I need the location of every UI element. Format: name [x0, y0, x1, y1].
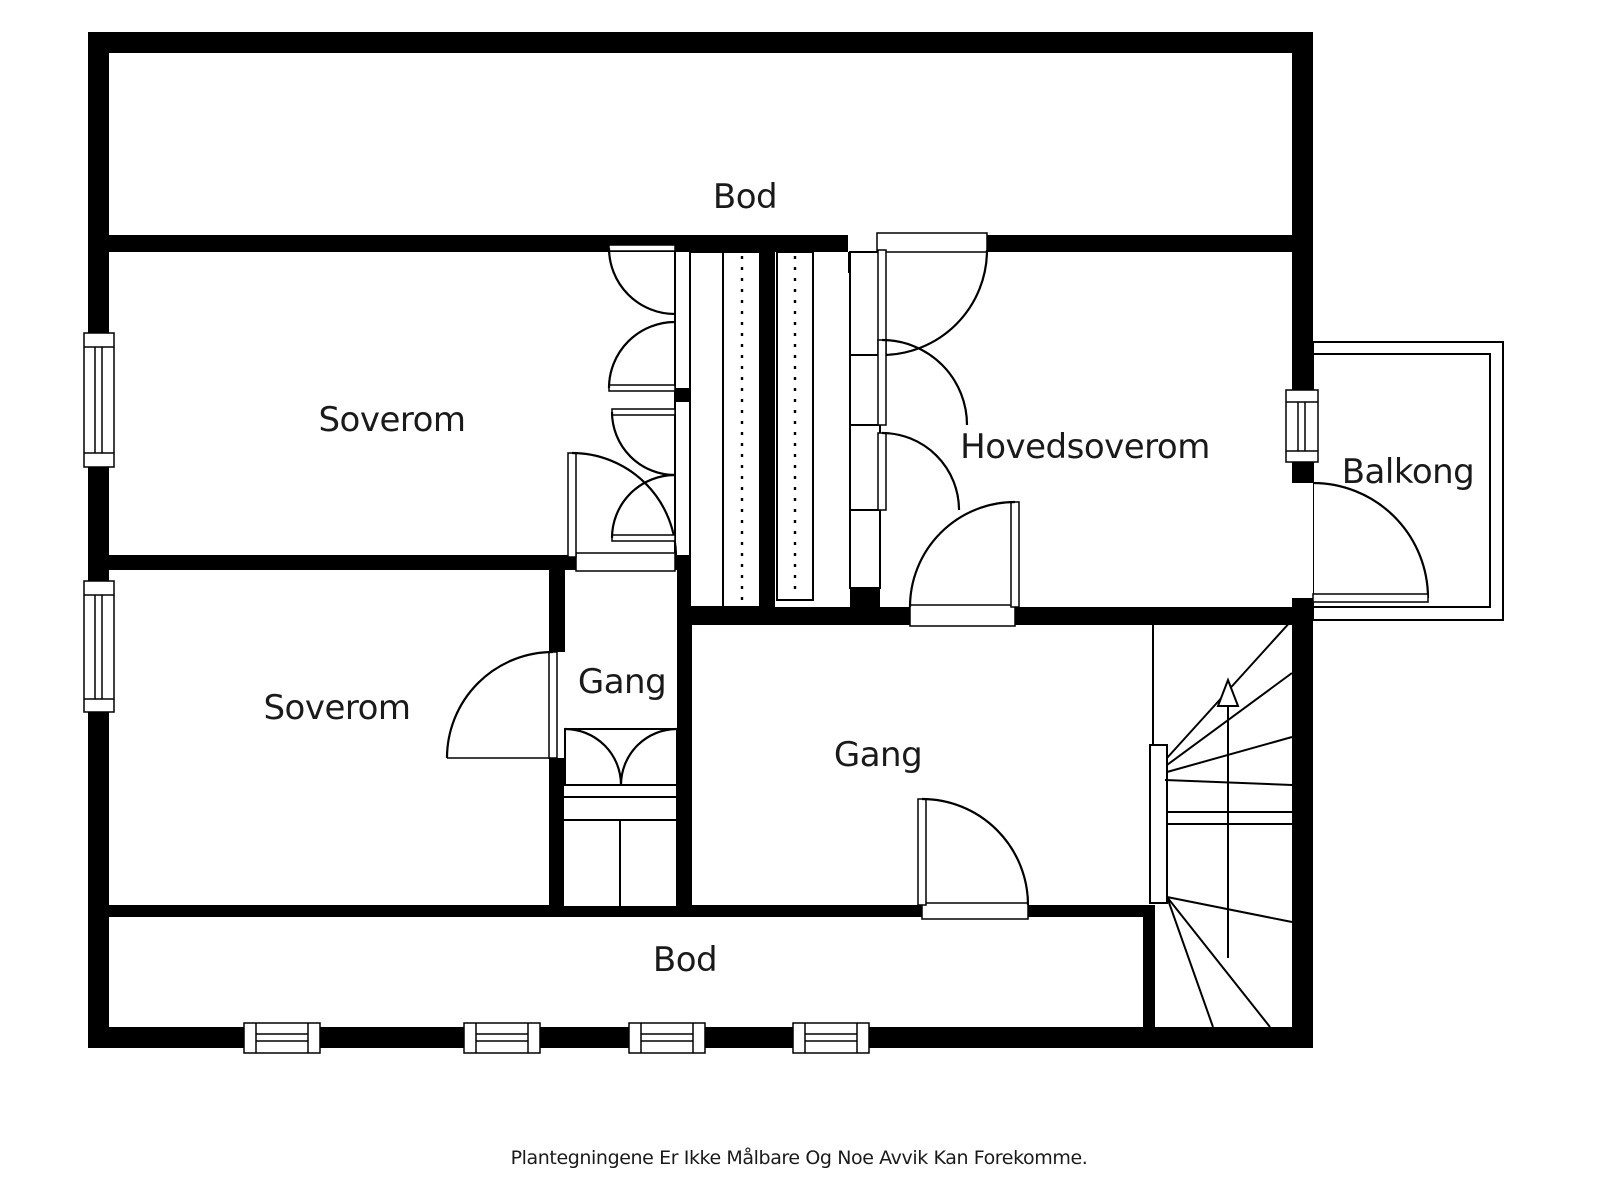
door-swing: [917, 797, 1030, 906]
wall-outer-top: [88, 32, 1313, 53]
room-label-gang-small: Gang: [578, 662, 666, 702]
window: [83, 332, 115, 468]
room-label-hovedsoverom: Hovedsoverom: [960, 427, 1210, 467]
wall-closet-connector: [850, 588, 880, 607]
footer-disclaimer: Plantegningene Er Ikke Målbare Og Noe Av…: [511, 1146, 1088, 1169]
wall-bedroom-divider: [109, 555, 576, 570]
room-label-balkong: Balkong: [1342, 452, 1475, 492]
door-swing: [1312, 481, 1430, 603]
wall-bod-top-right: [987, 235, 1292, 252]
window: [83, 580, 115, 713]
wall-gang-top: [692, 607, 910, 625]
wall-hall-right: [677, 570, 692, 907]
wardrobes: [562, 245, 881, 908]
room-label-soverom-bottom: Soverom: [263, 688, 410, 728]
door-openings: [575, 232, 1313, 920]
closet-door-swing: [877, 338, 969, 426]
window: [628, 1022, 706, 1054]
room-label-bod-bottom: Bod: [653, 940, 717, 980]
wardrobe: [689, 251, 761, 608]
door-swing: [877, 249, 989, 357]
double-door-swing: [564, 727, 678, 786]
wall-stairs-left: [1143, 905, 1155, 1027]
balcony: [1312, 341, 1504, 621]
door-swing: [908, 500, 1020, 608]
stair-newel: [1149, 744, 1168, 904]
wall-outer-left: [88, 32, 109, 1048]
closet-door-swing: [610, 408, 676, 542]
doorway-gang-bod: [921, 902, 1029, 920]
window: [792, 1022, 870, 1054]
balcony-inner-rail: [1312, 353, 1491, 608]
room-labels: Bod Soverom Hovedsoverom Balkong Soverom…: [263, 177, 1474, 980]
windows: [83, 332, 1319, 1054]
staircase: [1149, 619, 1293, 1028]
door-swing: [445, 650, 558, 759]
wall-closet-central: [760, 252, 775, 607]
window: [243, 1022, 321, 1054]
room-label-soverom-top: Soverom: [318, 400, 465, 440]
window: [1285, 389, 1319, 463]
wall-bod-bottom-top-right: [1028, 905, 1143, 917]
doorway-balkong: [1292, 483, 1313, 598]
doorway-gang-hovedsoverom: [909, 604, 1016, 627]
doorway-hall-soverom-top: [575, 552, 676, 572]
closet-door-swing: [607, 244, 676, 392]
wall-gang-top-right: [1015, 607, 1292, 625]
wall-hall-left-upper: [549, 570, 565, 652]
window: [463, 1022, 541, 1054]
closet-door-swing: [877, 431, 961, 511]
wall-hall-left-lower: [549, 758, 565, 907]
closet-column: [849, 251, 881, 589]
wardrobe: [776, 251, 814, 601]
wall-bod-bottom-top: [109, 905, 922, 917]
wall-bedroom-divider-end: [675, 555, 692, 570]
doors: [445, 244, 1430, 906]
room-label-bod-top: Bod: [713, 177, 777, 217]
room-label-gang-main: Gang: [834, 735, 922, 775]
wall-bod-top: [109, 235, 848, 252]
doorway-bod-hovedsoverom: [876, 232, 988, 253]
hall-cabinet: [562, 784, 678, 908]
stairs-up-arrow-icon: [1216, 677, 1240, 958]
